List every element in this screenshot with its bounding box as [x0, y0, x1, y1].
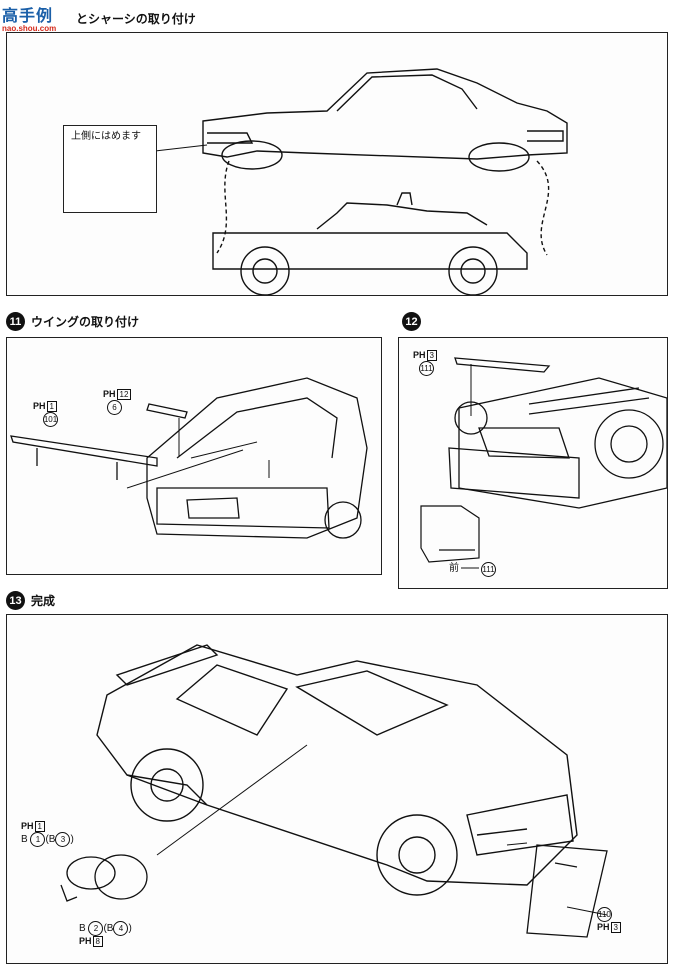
assembly-guides	[216, 160, 550, 256]
front-spoiler-part	[526, 844, 608, 938]
step13-drawing	[60, 644, 608, 938]
step11-title: ウイングの取り付け	[31, 315, 140, 329]
callout-label: 上側にはめます	[71, 131, 141, 142]
car-body-shell	[202, 68, 568, 172]
step13-number: 13	[6, 591, 25, 610]
front-label: 前	[449, 563, 459, 574]
spoiler-guide-lines	[506, 842, 608, 916]
fender-callout-box	[63, 125, 157, 213]
wing-stay-part	[146, 403, 188, 419]
front-lip-detail	[420, 505, 480, 563]
step11-header: 11 ウイングの取り付け	[6, 312, 139, 331]
step12-number: 12	[402, 312, 421, 331]
car-rear-view	[146, 377, 368, 539]
spoiler-part-12	[454, 357, 551, 373]
front-part-number: 111	[481, 562, 496, 577]
step11-number: 11	[6, 312, 25, 331]
step10-header: とシャーシの取り付け	[76, 10, 196, 27]
callout-leader	[154, 144, 208, 152]
step12-header: 12	[402, 312, 421, 331]
step13-header: 13 完成	[6, 591, 55, 610]
step11-drawing	[10, 377, 368, 539]
logo-text: 高手例	[2, 8, 54, 25]
chassis	[212, 192, 528, 295]
mirror-parts-drawing	[60, 854, 148, 902]
rear-wing-part	[10, 435, 158, 480]
watermark-logo: 高手例 nao.shou.com	[2, 2, 72, 34]
mirror-leader	[156, 744, 308, 856]
wing-guide-arrows	[126, 418, 270, 489]
step10-panel: 上側にはめます	[6, 32, 668, 296]
completed-car	[96, 644, 578, 896]
step12-drawing	[420, 357, 667, 569]
step10-title: とシャーシの取り付け	[76, 12, 196, 26]
step13-title: 完成	[31, 594, 56, 608]
logo-url: nao.shou.com	[2, 24, 57, 33]
chassis-rear-view	[448, 377, 667, 509]
